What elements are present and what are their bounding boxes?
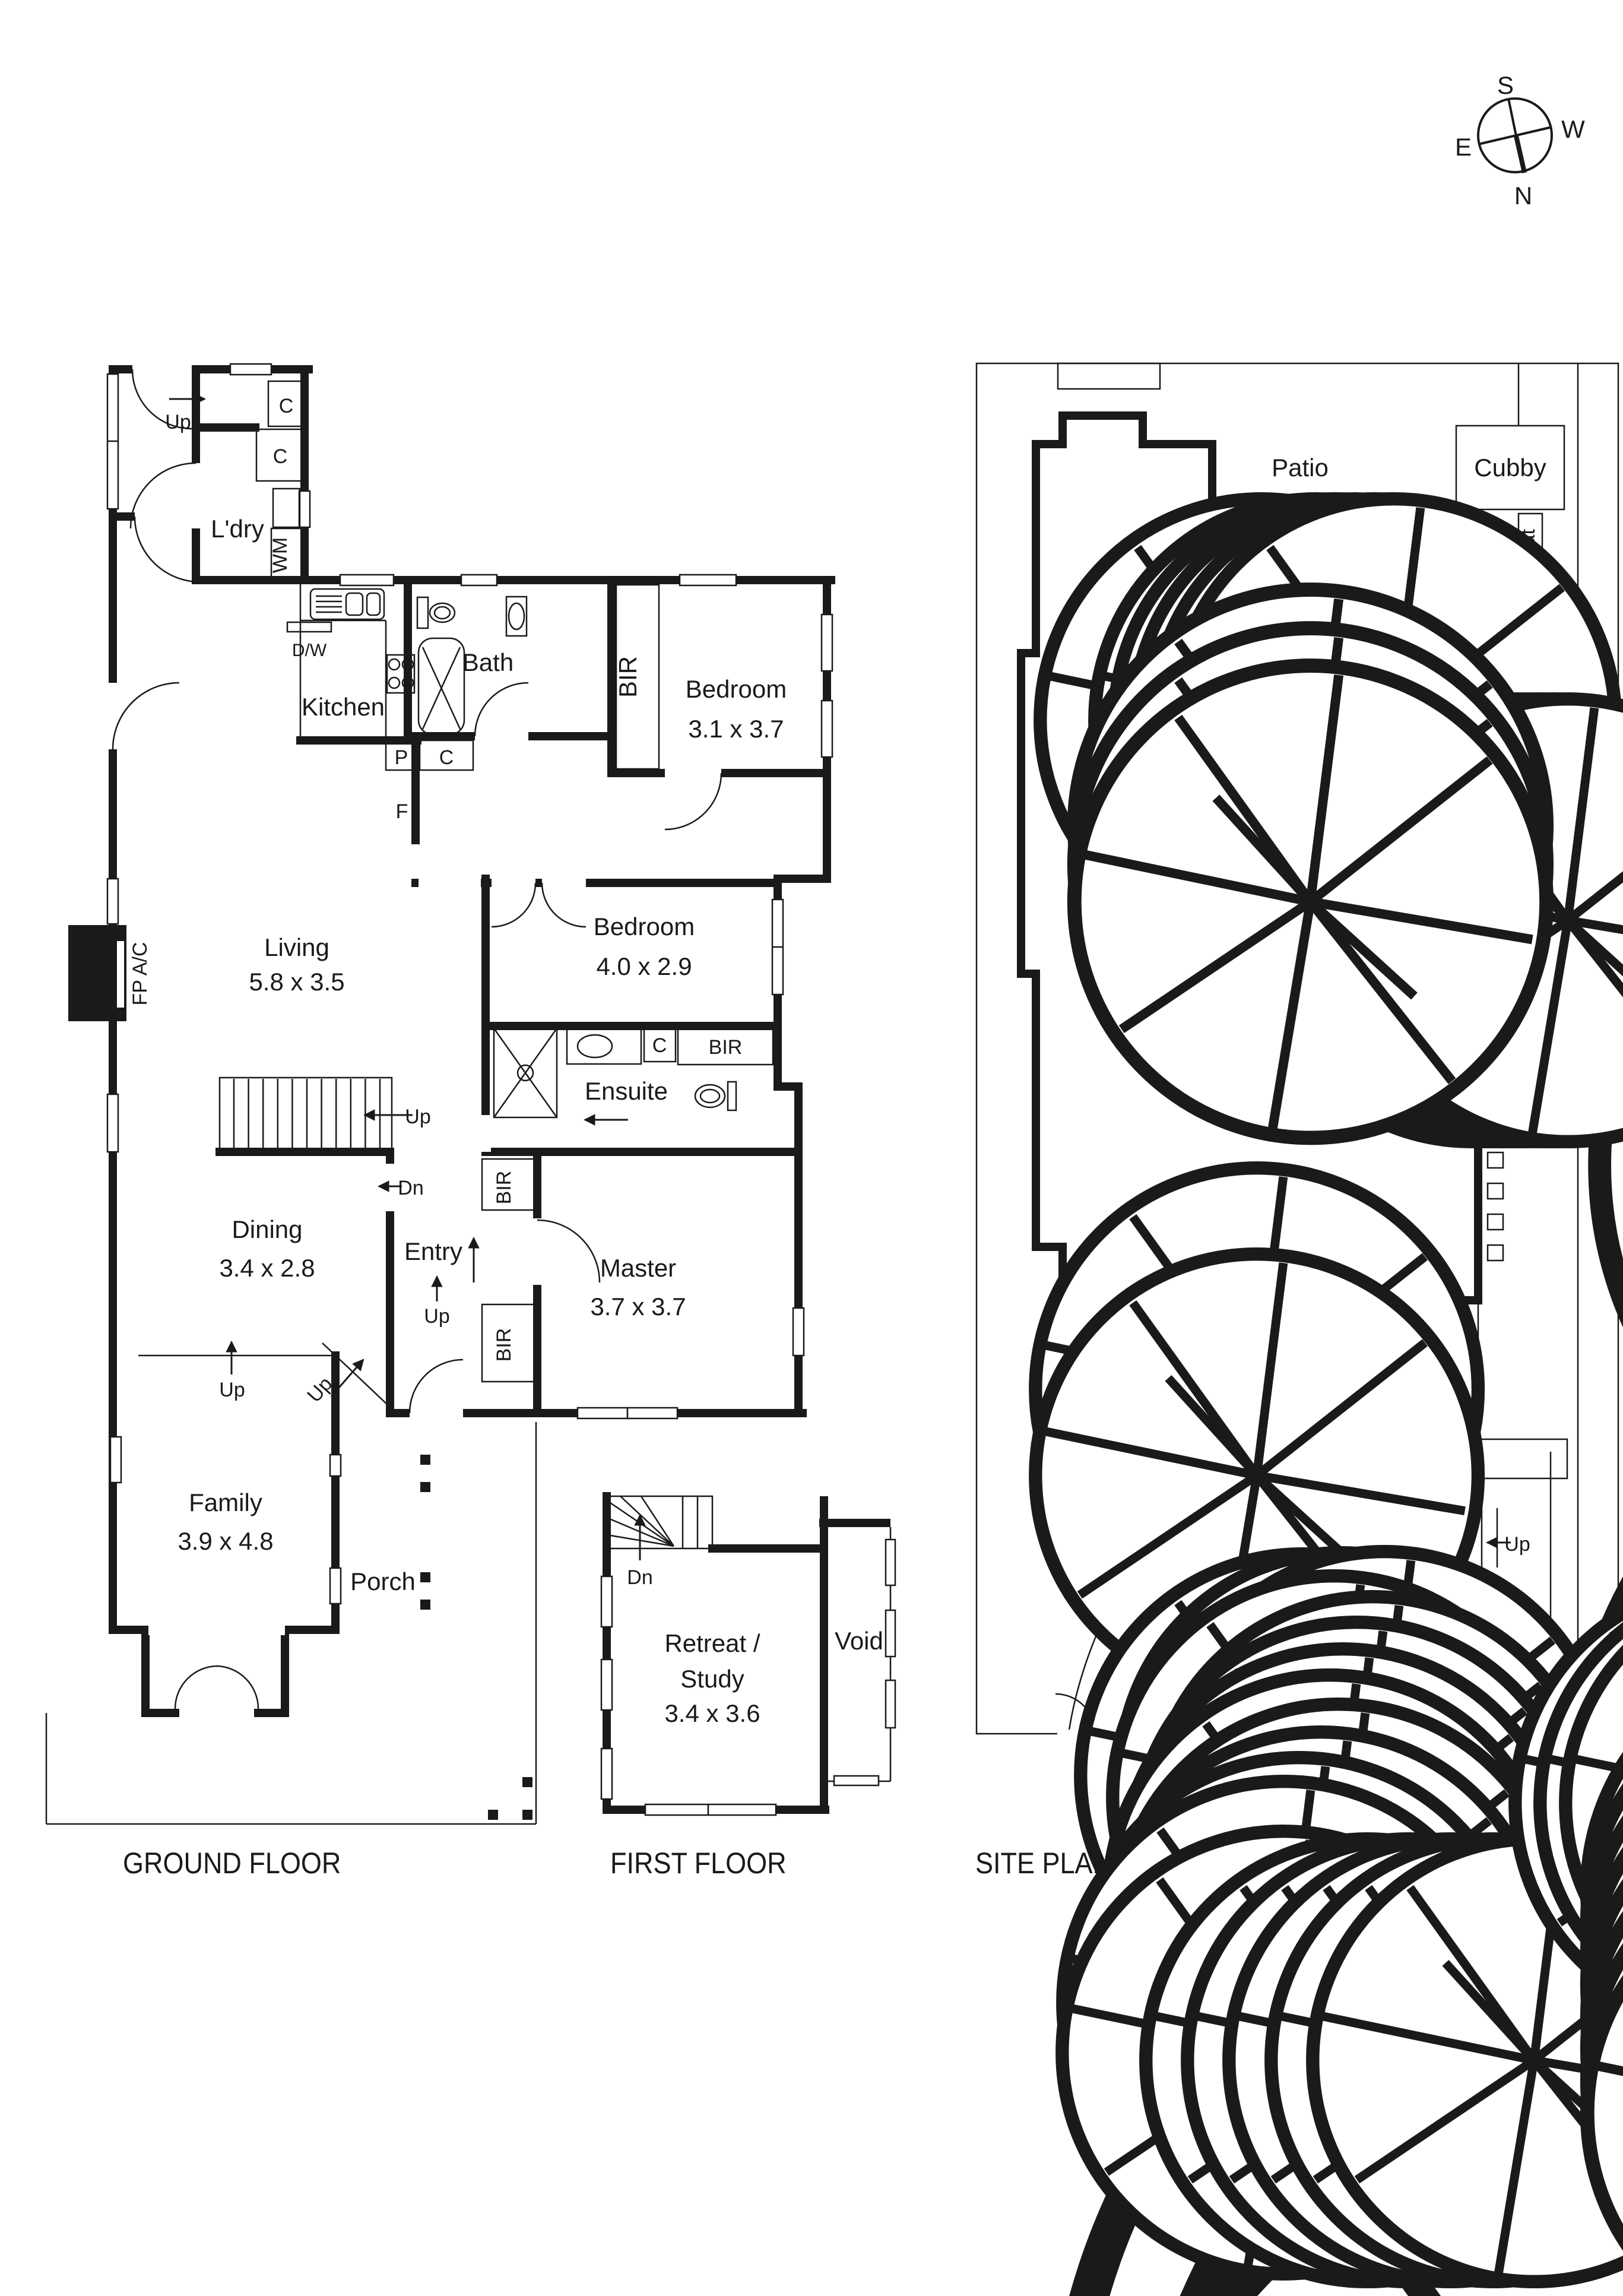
void-outline [825, 1527, 896, 1787]
fp-ac-label: FP A/C [129, 942, 151, 1005]
family-up-label: Up [219, 1379, 245, 1401]
entry-up-label: Up [424, 1305, 449, 1328]
site-up-deck: Up [1504, 1533, 1530, 1556]
cupboard-box [419, 739, 474, 771]
ground-floor-windows [106, 363, 833, 1605]
kitchen-area: D/W Kitchen P C F [286, 580, 474, 823]
fireplace [68, 925, 126, 1021]
first-floor-dn-label: Dn [627, 1566, 652, 1589]
first-floor-plan: Dn Retreat / Study 3.4 x 3.6 Void [600, 1492, 896, 1816]
living-dim: 5.8 x 3.5 [249, 968, 344, 996]
bir-label: BIR [709, 1036, 743, 1059]
ensuite-label: Ensuite [585, 1077, 668, 1105]
washing-machine-label: WM [269, 537, 291, 573]
bir-box [481, 1303, 538, 1383]
compass-circle [1477, 97, 1553, 173]
tree-icon [1074, 665, 1547, 1138]
master-label: Master [600, 1254, 676, 1282]
compass-north: N [1514, 182, 1532, 210]
bir-box [615, 584, 660, 770]
site-cubby-label: Cubby [1474, 454, 1546, 482]
bedroom1-label: Bedroom [686, 675, 787, 703]
bir-box [677, 1026, 774, 1066]
family-label: Family [189, 1489, 262, 1516]
bedroom1-dim: 3.1 x 3.7 [688, 715, 784, 743]
porch-up-label: Up [165, 411, 191, 433]
first-floor-windows [600, 1575, 777, 1816]
bedroom2-area: Bedroom 4.0 x 2.9 [594, 913, 695, 980]
compass: S E W N [1455, 71, 1585, 210]
retreat-dim: 3.4 x 3.6 [664, 1699, 760, 1727]
compass-south: S [1497, 71, 1514, 99]
bathtub [417, 637, 465, 736]
living-area: FP A/C Living 5.8 x 3.5 [68, 925, 345, 1021]
laundry-tub [272, 487, 301, 528]
cooktop [386, 654, 416, 694]
ensuite-vanity [566, 1027, 642, 1065]
bedroom2-label: Bedroom [594, 913, 695, 940]
cupboard-box [267, 380, 305, 427]
void-label: Void [835, 1627, 883, 1655]
bath-label: Bath [462, 648, 513, 676]
bir-label: BIR [493, 1328, 515, 1362]
family-dim: 3.9 x 4.8 [177, 1527, 273, 1555]
entry-porch: Up [165, 393, 206, 433]
ground-floor-title: GROUND FLOOR [123, 1847, 341, 1880]
bath-vanity [505, 596, 528, 637]
bir-box [481, 1158, 538, 1211]
compass-east: E [1455, 133, 1472, 161]
ground-floor-plan: C C WM L'dry D/W Kitchen P C F [45, 363, 835, 1825]
bath-area: Bath [416, 596, 528, 736]
ensuite-toilet [694, 1084, 726, 1109]
cupboard-label: C [279, 395, 294, 417]
cupboard-label: C [439, 746, 454, 769]
ground-floor-openings [107, 364, 721, 1635]
pantry-box [385, 739, 419, 771]
site-plan: Residence Patio Cubby Seat [975, 362, 1623, 2296]
master-dim: 3.7 x 3.7 [590, 1293, 686, 1320]
fridge-label: F [396, 800, 408, 823]
bedroom2-dim: 4.0 x 2.9 [596, 952, 692, 980]
retreat-label-line2: Study [680, 1665, 744, 1693]
ensuite-cupboard-label: C [652, 1034, 667, 1057]
ensuite-cupboard [643, 1026, 677, 1063]
living-label: Living [264, 933, 329, 961]
cupboard-label: C [273, 445, 288, 468]
entry-label: Entry [404, 1237, 462, 1265]
bedroom1-area: BIR Bedroom 3.1 x 3.7 [614, 584, 787, 770]
laundry-label: L'dry [211, 515, 264, 543]
pantry-label: P [395, 746, 408, 769]
compass-west: W [1561, 115, 1585, 143]
site-trees [1035, 498, 1623, 2296]
stairs-dn-label: Dn [398, 1177, 423, 1199]
ground-floor-doors [112, 369, 722, 1709]
kitchen-label: Kitchen [302, 693, 385, 721]
toilet-tank [416, 596, 429, 629]
dining-entry-master: Dining 3.4 x 2.8 Entry Up BIR BIR Master… [219, 1158, 686, 1383]
washing-machine-box [270, 527, 303, 581]
site-plan-title: SITE PLAN [975, 1847, 1112, 1880]
stairs-up-label: Up [405, 1106, 430, 1128]
toilet-bowl [429, 602, 456, 623]
first-floor-title: FIRST FLOOR [610, 1847, 787, 1880]
ensuite-area: C BIR Ensuite [493, 1026, 774, 1126]
first-floor-stairs [606, 1496, 699, 1548]
dining-label: Dining [232, 1215, 302, 1243]
bir-label: BIR [493, 1171, 515, 1205]
cupboard-box [255, 428, 305, 482]
site-patio-label: Patio [1272, 454, 1329, 482]
dining-dim: 3.4 x 2.8 [219, 1254, 315, 1282]
laundry-area: C C WM L'dry [211, 380, 305, 581]
kitchen-sink [309, 588, 385, 620]
family-porch: Up Family 3.9 x 4.8 Up Porch [45, 1341, 537, 1825]
retreat-label-line1: Retreat / [664, 1629, 760, 1657]
dishwasher-label: D/W [292, 641, 327, 660]
shower [493, 1027, 558, 1119]
ground-stairs: Up Dn [218, 1076, 431, 1199]
ground-porch-label: Porch [350, 1567, 416, 1595]
dishwasher-bench [286, 621, 332, 633]
bir-label: BIR [614, 656, 642, 698]
